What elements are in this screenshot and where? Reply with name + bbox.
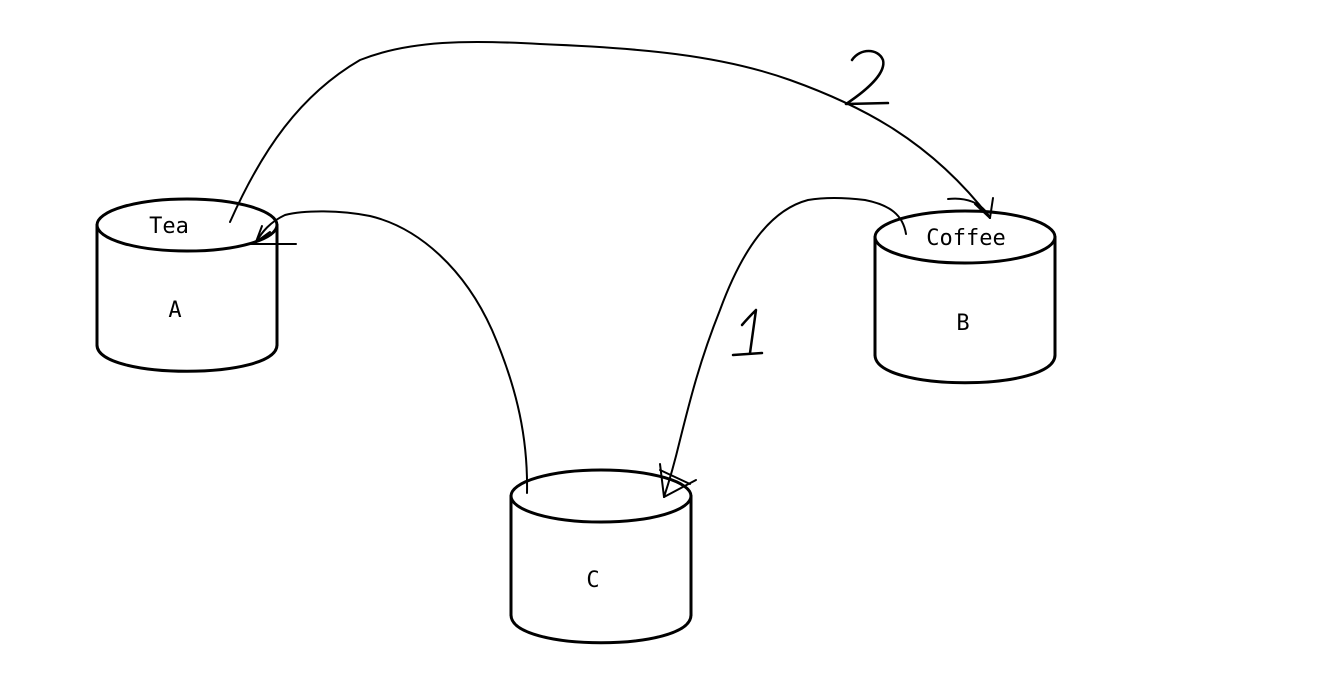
bucket-c: C (509, 468, 693, 645)
bucket-b-label: B (956, 311, 969, 336)
arrow-a-to-b: 2 (229, 40, 994, 223)
bucket-b: Coffee B (873, 209, 1057, 385)
arrow-b-to-c: 1 (659, 197, 907, 498)
bucket-a: Tea A (95, 197, 279, 373)
bucket-a-content-label: Tea (149, 214, 189, 239)
bucket-c-label: C (586, 568, 599, 593)
bucket-b-content-label: Coffee (926, 226, 1005, 251)
arrow-c-to-a (247, 210, 529, 494)
bucket-a-label: A (168, 298, 181, 323)
